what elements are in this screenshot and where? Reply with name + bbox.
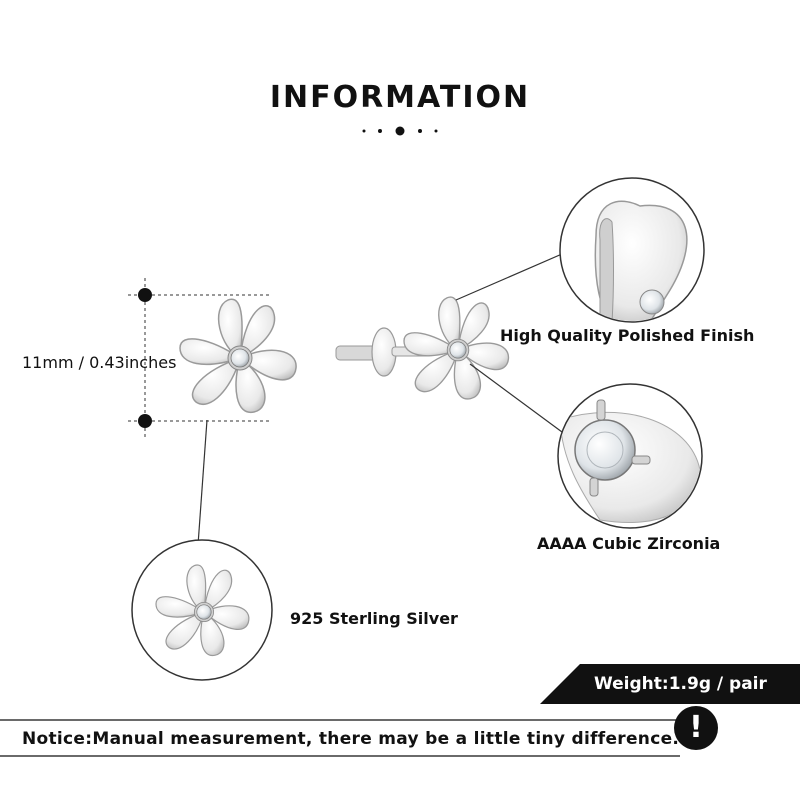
feature-material-label: 925 Sterling Silver [290,609,458,628]
callout-lines [197,253,563,546]
earring-front-view [179,298,297,414]
dimension-marker [128,278,270,438]
title-dot-divider [362,126,438,136]
dimension-top-dot [138,288,152,302]
detail-circle-material [131,539,273,681]
weight-badge [540,664,800,704]
dimension-bottom-dot [138,414,152,428]
detail-circle-polish [559,177,705,323]
page-title: INFORMATION [269,80,531,115]
earring-side-view [335,296,510,400]
feature-stone-label: AAAA Cubic Zirconia [537,534,721,553]
detail-circle-stone [557,383,703,529]
notice-text: Notice:Manual measurement, there may be … [22,729,680,749]
exclamation-icon: ! [674,706,718,750]
weight-label: Weight:1.9g / pair [594,674,767,694]
feature-polish-label: High Quality Polished Finish [500,326,755,345]
size-label: 11mm / 0.43inches [22,353,177,372]
